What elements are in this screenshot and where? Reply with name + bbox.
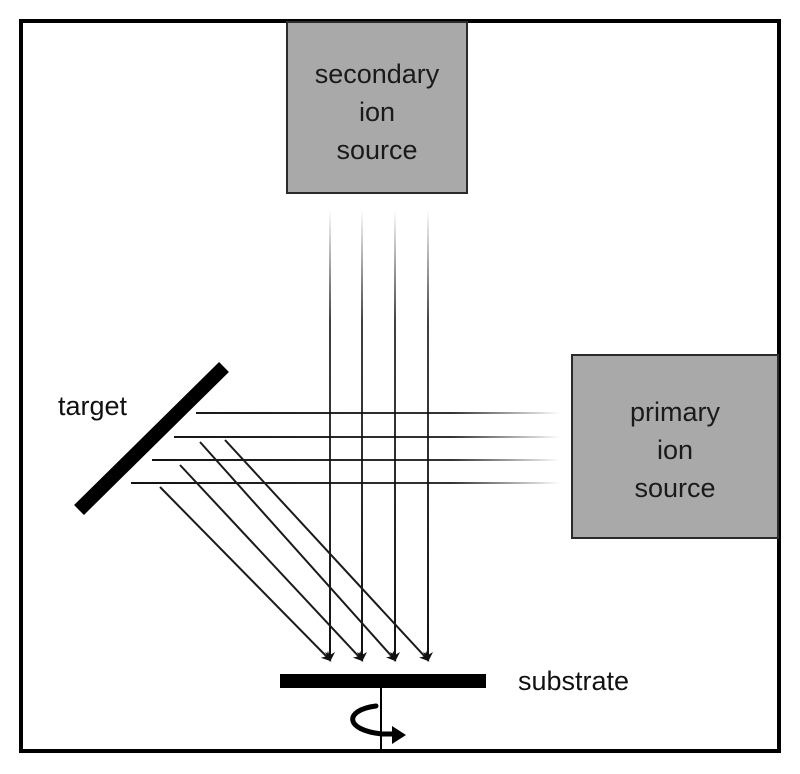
target-label: target [58,391,128,421]
primary-source-label-2: ion [657,435,693,465]
secondary-source-label-3: source [336,135,417,165]
secondary-source-label-1: secondary [315,59,440,89]
primary-source-box [571,354,779,539]
secondary-source-box [286,21,468,194]
primary-ion-source: primary ion source [571,354,779,539]
rotation-arrow-icon [350,703,406,744]
substrate-plate [280,674,486,688]
primary-source-label-1: primary [630,397,721,427]
target-plate [74,362,229,515]
secondary-ion-beams [325,210,433,662]
sputtered-beam [179,464,364,662]
secondary-source-label-2: ion [359,97,395,127]
sputtered-beam [199,441,397,662]
sputtered-beam [159,486,332,662]
sputtered-beams [159,439,430,662]
sputtered-beam [224,439,430,662]
primary-ion-beams [131,412,560,484]
substrate-label: substrate [518,666,629,696]
secondary-ion-source: secondary ion source [286,21,468,194]
primary-source-label-3: source [634,473,715,503]
